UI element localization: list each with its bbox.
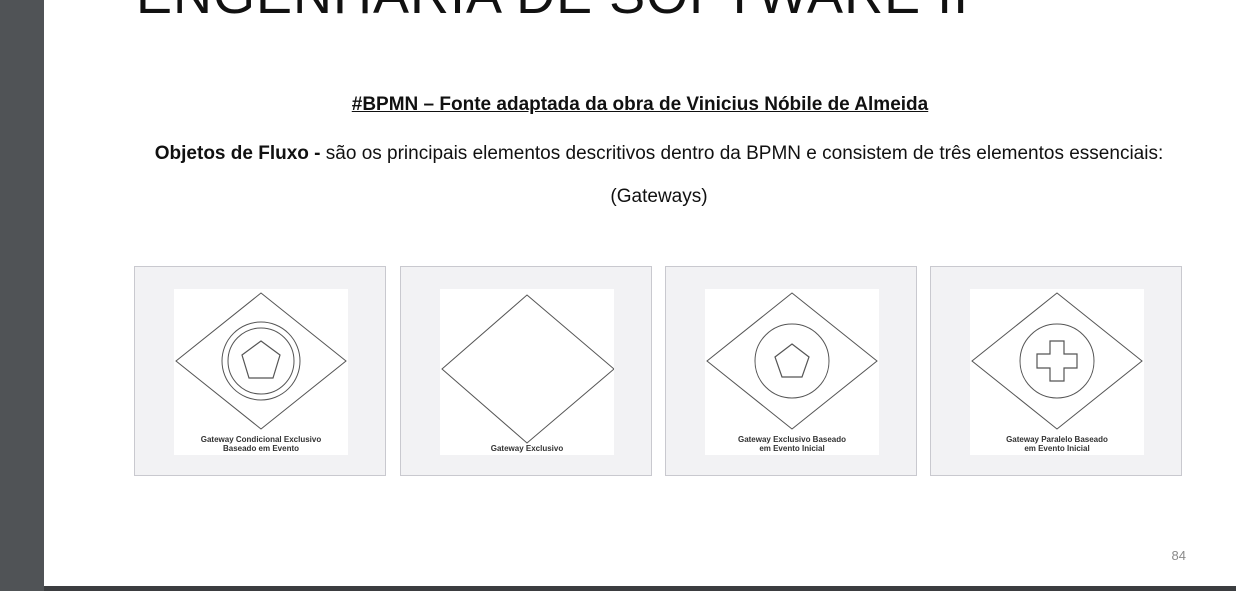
gateway-figure: Gateway Paralelo Baseado em Evento Inici… [970, 289, 1144, 455]
slide-page: ENGENHARIA DE SOFTWARE II #BPMN – Fonte … [44, 0, 1236, 586]
gateway-caption: Gateway Paralelo Baseado em Evento Inici… [1006, 435, 1108, 453]
page-number: 84 [1171, 548, 1186, 563]
viewer-bottom-edge [44, 586, 1236, 591]
gateway-card-conditional-exclusive: Gateway Condicional Exclusivo Baseado em… [134, 266, 386, 476]
intro-text: são os principais elementos descritivos … [320, 143, 1164, 207]
gateway-caption: Gateway Exclusivo [490, 444, 564, 453]
gateway-card-parallel-event-start: Gateway Paralelo Baseado em Evento Inici… [930, 266, 1182, 476]
gateway-exclusive-icon [441, 294, 614, 444]
slide-title: ENGENHARIA DE SOFTWARE II [136, 0, 969, 26]
intro-paragraph: Objetos de Fluxo - são os principais ele… [144, 132, 1174, 218]
slide-heading: #BPMN – Fonte adaptada da obra de Vinici… [351, 94, 929, 115]
gateway-caption: Gateway Exclusivo Baseado em Evento Inic… [737, 435, 847, 453]
gateway-card-exclusive: Gateway Exclusivo [400, 266, 652, 476]
intro-bold-term: Objetos de Fluxo - [154, 143, 321, 164]
gateway-parallel-event-start-icon [971, 292, 1143, 430]
gateway-figure: Gateway Exclusivo [440, 289, 614, 455]
gateway-conditional-exclusive-event-icon [175, 292, 347, 430]
gateway-figure: Gateway Exclusivo Baseado em Evento Inic… [705, 289, 879, 455]
viewer-left-gutter [0, 0, 44, 591]
gateway-caption: Gateway Condicional Exclusivo Baseado em… [200, 435, 322, 453]
gateway-exclusive-event-start-icon [706, 292, 878, 430]
gateway-card-exclusive-event-start: Gateway Exclusivo Baseado em Evento Inic… [665, 266, 917, 476]
gateway-figure: Gateway Condicional Exclusivo Baseado em… [174, 289, 348, 455]
